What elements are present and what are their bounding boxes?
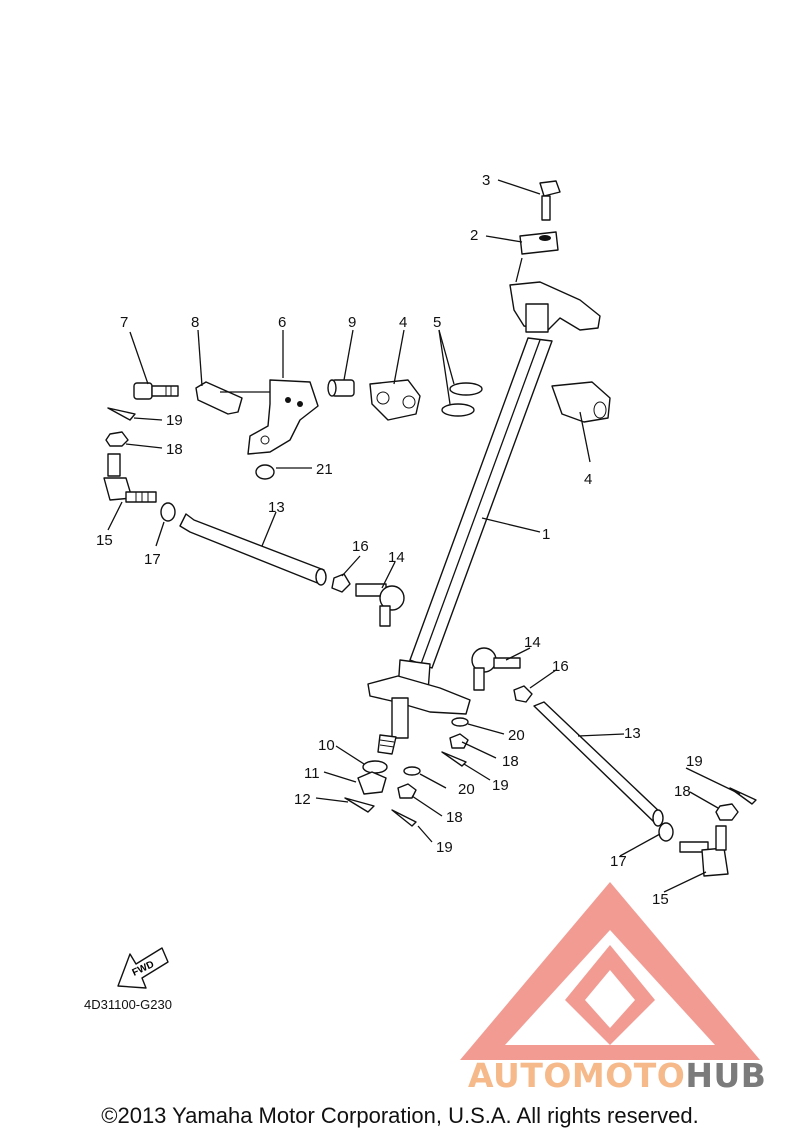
collar: [327, 379, 355, 397]
label-14-right: 14: [524, 634, 541, 651]
locknut-left: [160, 502, 176, 522]
label-18-mid-b: 18: [446, 809, 463, 826]
watermark-text-b: HUB: [685, 1056, 767, 1095]
steering-shaft: [367, 281, 601, 755]
label-15-right: 15: [652, 891, 669, 908]
label-17-left: 17: [144, 551, 161, 568]
nut-left: [105, 431, 129, 447]
locknut-right: [658, 822, 674, 842]
tie-rod-end-inner-left: [355, 583, 405, 627]
label-3: 3: [482, 172, 490, 189]
label-2: 2: [470, 227, 478, 244]
label-19-left: 19: [166, 412, 183, 429]
shaft-holder-left: [369, 379, 421, 421]
drawing-code: 4D31100-G230: [84, 997, 172, 1012]
nut-18b: [397, 783, 417, 799]
label-21: 21: [316, 461, 333, 478]
label-18-right: 18: [674, 783, 691, 800]
lock-plate: [195, 381, 243, 415]
snap-ring-1: [449, 382, 483, 396]
cotter-pin-19a: [441, 751, 467, 767]
label-6: 6: [278, 314, 286, 331]
watermark-text: AUTOMOTOHUB: [468, 1056, 766, 1095]
label-14-left: 14: [388, 549, 405, 566]
watermark-text-a: AUTOMOTO: [468, 1056, 686, 1095]
label-4-right: 4: [584, 471, 592, 488]
label-19-mid-a: 19: [492, 777, 509, 794]
cotter-pin-12: [344, 797, 375, 813]
label-1: 1: [542, 526, 550, 543]
label-12: 12: [294, 791, 311, 808]
label-9: 9: [348, 314, 356, 331]
tie-rod-right: [533, 701, 664, 827]
tie-rod-left: [179, 513, 327, 586]
label-16-left: 16: [352, 538, 369, 555]
steering-bracket: [247, 379, 319, 455]
label-8: 8: [191, 314, 199, 331]
label-5: 5: [433, 314, 441, 331]
bolt-7: [133, 382, 179, 400]
label-15-left: 15: [96, 532, 113, 549]
label-13-right: 13: [624, 725, 641, 742]
washer-10: [362, 760, 388, 774]
snap-ring-2: [441, 403, 475, 417]
top-bolt: [539, 180, 561, 221]
tie-rod-end-right: [679, 825, 729, 877]
label-16-right: 16: [552, 658, 569, 675]
part-labels: 1 2 3 4 4 5 6 7 8 9 10 11 12 13 13 14 14…: [96, 172, 703, 908]
fwd-arrow-icon: FWD: [117, 947, 169, 989]
label-19-mid-b: 19: [436, 839, 453, 856]
nut-18a: [449, 733, 469, 749]
watermark-logo: [460, 882, 760, 1060]
label-7: 7: [120, 314, 128, 331]
label-11: 11: [304, 765, 320, 782]
label-18-left: 18: [166, 441, 183, 458]
nut-11: [357, 771, 387, 795]
cotter-pin-left: [107, 407, 136, 421]
tie-rod-end-left: [103, 453, 157, 503]
nut-right: [715, 803, 739, 821]
label-20-a: 20: [508, 727, 525, 744]
label-17-right: 17: [610, 853, 627, 870]
bushing: [255, 464, 275, 480]
upper-clamp: [515, 231, 559, 283]
label-13-left: 13: [268, 499, 285, 516]
label-18-mid-a: 18: [502, 753, 519, 770]
label-19-right: 19: [686, 753, 703, 770]
tie-rod-end-inner-right: [471, 647, 521, 691]
label-10: 10: [318, 737, 335, 754]
washer-20a: [451, 717, 469, 727]
leader-lines: [107, 179, 741, 893]
label-20-b: 20: [458, 781, 475, 798]
copyright-notice: ©2013 Yamaha Motor Corporation, U.S.A. A…: [101, 1103, 699, 1128]
locknut-left-inner: [331, 573, 351, 593]
washer-20b: [403, 766, 421, 776]
locknut-right-inner: [513, 685, 533, 703]
label-4-left: 4: [399, 314, 407, 331]
cotter-pin-19b: [391, 809, 417, 827]
